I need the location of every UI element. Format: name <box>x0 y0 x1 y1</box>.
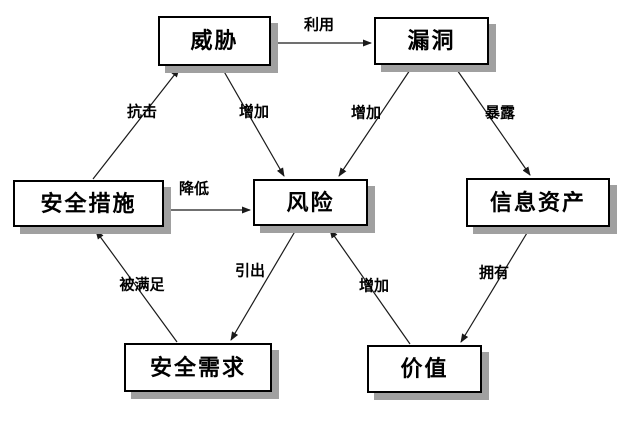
edge-requirement-safeguard <box>95 230 178 343</box>
edge-vulnerability-asset <box>454 66 531 176</box>
node-risk: 风险 <box>253 179 368 226</box>
edge-label-resist: 抗击 <box>126 103 158 121</box>
node-vulnerability: 漏洞 <box>374 17 489 65</box>
edge-label-own: 拥有 <box>478 264 510 282</box>
node-threat: 威胁 <box>158 16 271 66</box>
edge-safeguard-threat <box>92 68 180 180</box>
edge-label-increase-vulnerability: 增加 <box>350 104 382 122</box>
edge-value-risk <box>329 229 411 345</box>
node-information-asset: 信息资产 <box>466 178 610 227</box>
edge-label-satisfied: 被满足 <box>119 276 165 294</box>
edge-label-exploit: 利用 <box>303 16 335 34</box>
edge-asset-value <box>460 227 531 343</box>
edge-vulnerability-risk <box>338 66 413 177</box>
edge-threat-risk <box>221 67 285 177</box>
edge-label-reduce: 降低 <box>178 180 210 198</box>
edge-label-expose: 暴露 <box>484 104 516 122</box>
edge-risk-requirement <box>230 227 298 341</box>
node-security-requirement: 安全需求 <box>124 343 272 392</box>
node-value: 价值 <box>367 345 482 393</box>
edge-label-leads-to: 引出 <box>234 262 266 280</box>
edge-label-increase-threat: 增加 <box>238 103 270 121</box>
edge-label-increase-value: 增加 <box>358 277 390 295</box>
node-safeguard: 安全措施 <box>13 180 164 227</box>
